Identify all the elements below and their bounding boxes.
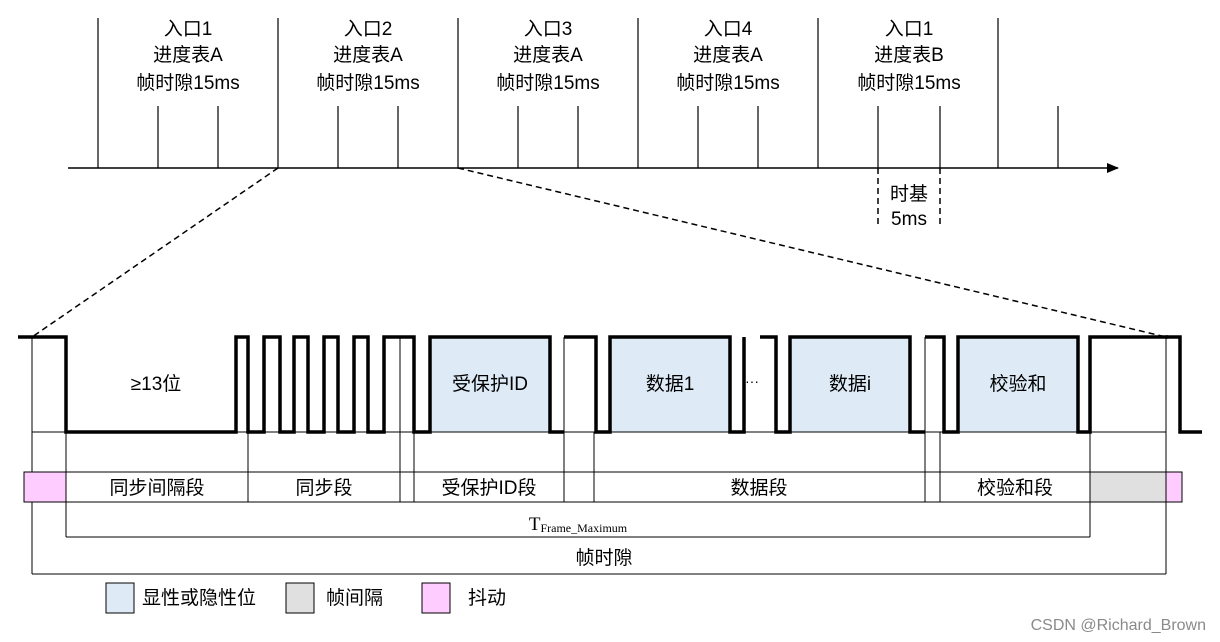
sync-cell [247, 471, 401, 503]
lin-bus-waveform [564, 335, 746, 434]
sync-break-label: 同步间隔段 [109, 477, 204, 499]
schedule-timeline: 入口1 进度表A 帧时隙15ms 入口2 进度表A 帧时隙15ms 入口3 进度… [31, 18, 1167, 338]
sync-label: 同步段 [295, 477, 352, 499]
pid-bit-fill [430, 337, 550, 432]
frame-maximum-bracket: TFrame_Maximum [66, 514, 1090, 538]
segment-bar: 同步间隔段 同步段 受保护ID段 数据段 校验和段 [23, 471, 1183, 503]
slot-duration: 帧时隙15ms [676, 72, 779, 94]
slot-label-5: 入口1 进度表B 帧时隙15ms [857, 19, 960, 94]
lin-bus-waveform [1166, 335, 1202, 434]
legend-swatch-gap [285, 582, 315, 614]
timebase-marker: 时基 5ms [877, 168, 941, 230]
slot-schedule: 进度表B [874, 44, 944, 66]
legend-label-jitter: 抖动 [468, 587, 506, 609]
slot-label-2: 入口2 进度表A 帧时隙15ms [316, 19, 419, 94]
legend-label-gap: 帧间隔 [326, 587, 383, 609]
slot-entry: 入口2 [344, 19, 393, 40]
slot-entry: 入口4 [704, 19, 753, 40]
gap-cell [399, 471, 415, 503]
ellipsis-label: ··· [745, 373, 759, 389]
datai-bit-label: 数据i [829, 373, 871, 395]
checksum-segment-label: 校验和段 [977, 477, 1053, 499]
slot-entry: 入口1 [885, 19, 934, 40]
slot-schedule: 进度表A [153, 44, 223, 66]
data-segment-label: 数据段 [730, 477, 787, 499]
slot-label-3: 入口3 进度表A 帧时隙15ms [496, 19, 599, 94]
jitter-cell-right [1165, 471, 1183, 503]
legend-swatch-jitter [421, 582, 451, 614]
legend-label-bit: 显性或隐性位 [142, 587, 256, 609]
lin-bus-waveform [18, 335, 564, 434]
frame-slot-bracket: 帧时隙 [32, 547, 1166, 575]
legend-swatch-bit [105, 582, 135, 614]
checksum-bit-label: 校验和 [989, 373, 1046, 395]
legend: 显性或隐性位 帧间隔 抖动 [105, 582, 506, 614]
slot-duration: 帧时隙15ms [857, 72, 960, 94]
slot-entry: 入口3 [524, 19, 573, 40]
watermark: CSDN @Richard_Brown [1031, 617, 1206, 634]
slot-schedule: 进度表A [513, 44, 583, 66]
frame-maximum-subscript: Frame_Maximum [540, 521, 627, 535]
pid-bit-label: 受保护ID [452, 373, 528, 395]
timebase-ticks [157, 106, 1059, 168]
frame-slot-label: 帧时隙 [575, 547, 632, 569]
gap-cell [563, 471, 595, 503]
slot-label-1: 入口1 进度表A 帧时隙15ms [136, 19, 239, 94]
jitter-cell-left [23, 471, 67, 503]
frame-maximum-symbol: T [529, 514, 541, 535]
lin-bus-waveform [760, 335, 925, 434]
timebase-value: 5ms [891, 209, 927, 230]
data1-bit-fill [610, 337, 730, 432]
lin-bus-waveform [925, 335, 1168, 434]
pid-segment-label: 受保护ID段 [441, 477, 536, 499]
gap-cell [924, 471, 941, 503]
checksum-bit-fill [958, 337, 1078, 432]
zoom-line-left [31, 167, 279, 338]
slot-duration: 帧时隙15ms [496, 72, 599, 94]
slot-duration: 帧时隙15ms [136, 72, 239, 94]
zoom-line-right [457, 167, 1167, 338]
slot-entry: 入口1 [164, 19, 213, 40]
timebase-label: 时基 [890, 183, 928, 205]
slot-schedule: 进度表A [693, 44, 763, 66]
data-cell [593, 471, 926, 503]
svg-text:TFrame_Maximum: TFrame_Maximum [529, 514, 628, 535]
datai-bit-fill [790, 337, 910, 432]
slot-duration: 帧时隙15ms [316, 72, 419, 94]
frame-fills [430, 337, 1078, 432]
slot-label-4: 入口4 进度表A 帧时隙15ms [676, 19, 779, 94]
interframe-gap-cell [1089, 471, 1167, 503]
break-length-label: ≥13位 [131, 373, 182, 395]
slot-schedule: 进度表A [333, 44, 403, 66]
data1-bit-label: 数据1 [646, 373, 695, 395]
